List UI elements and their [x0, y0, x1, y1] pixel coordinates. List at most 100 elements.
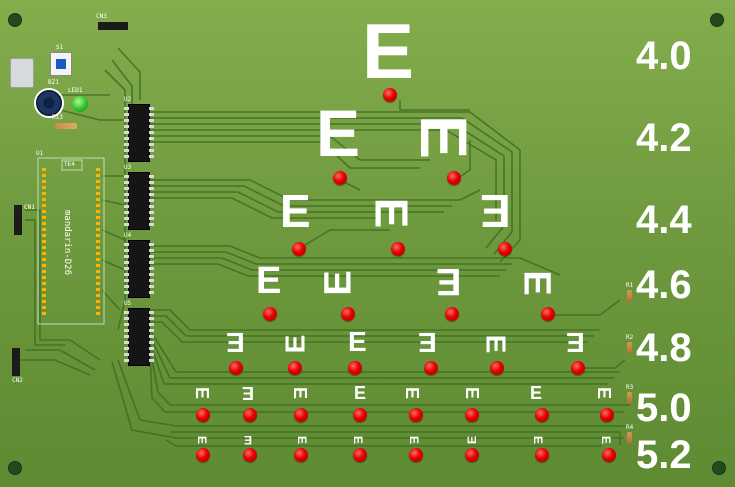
optotype-e: E: [351, 435, 366, 445]
mount-hole: [710, 13, 724, 27]
optotype-e: E: [407, 435, 422, 445]
optotype-e: E: [226, 327, 245, 358]
indicator-led: [196, 448, 210, 462]
shift-register-u3: [124, 172, 154, 230]
indicator-led: [541, 307, 555, 321]
header-top: [98, 22, 128, 30]
buzzer-label: BZ1: [48, 79, 59, 86]
indicator-led: [600, 408, 614, 422]
row-resistor: [627, 342, 632, 354]
indicator-led: [288, 361, 302, 375]
indicator-led: [196, 408, 210, 422]
indicator-led: [294, 448, 308, 462]
row-resistor-label: R2: [626, 334, 634, 341]
header-left-low-label: CN2: [12, 377, 23, 384]
indicator-led: [465, 448, 479, 462]
optotype-e: E: [465, 435, 480, 445]
indicator-led: [333, 171, 347, 185]
buzzer: [34, 88, 64, 118]
optotype-e: E: [566, 327, 585, 358]
optotype-e: E: [244, 433, 253, 447]
mount-hole: [712, 461, 726, 475]
module-pins-right: [96, 168, 100, 318]
resistor-r13: [55, 123, 77, 129]
indicator-led: [243, 408, 257, 422]
optotype-e: E: [290, 386, 311, 400]
indicator-led: [353, 448, 367, 462]
optotype-e: E: [407, 114, 482, 160]
module-text: mandarin-D26: [62, 209, 73, 276]
module-id-label: U1: [36, 150, 44, 157]
header-left-label: CN1: [24, 204, 35, 211]
optotype-e: E: [436, 260, 462, 302]
optotype-e: E: [365, 197, 418, 229]
mount-hole: [8, 13, 22, 27]
chip-label-u5: U5: [124, 300, 132, 307]
row-resistor: [627, 392, 632, 404]
indicator-led: [498, 242, 512, 256]
indicator-led: [383, 88, 397, 102]
optotype-e: E: [256, 260, 282, 302]
optotype-e: E: [462, 386, 483, 400]
indicator-led: [294, 408, 308, 422]
optotype-e: E: [192, 386, 213, 400]
optotype-e: E: [480, 185, 511, 237]
acuity-level-label: 4.8: [636, 326, 692, 370]
usb-connector: [10, 58, 34, 88]
power-led: [72, 96, 88, 112]
indicator-led: [535, 448, 549, 462]
indicator-led: [353, 408, 367, 422]
optotype-e: E: [530, 383, 543, 403]
indicator-led: [445, 307, 459, 321]
indicator-led: [409, 448, 423, 462]
mount-hole: [8, 461, 22, 475]
shift-register-u5: [124, 308, 154, 366]
acuity-level-label: 4.4: [636, 198, 692, 242]
optotype-e: E: [348, 326, 367, 357]
indicator-led: [243, 448, 257, 462]
indicator-led: [292, 242, 306, 256]
optotype-e: E: [295, 435, 310, 445]
switch-s1: [50, 52, 72, 76]
optotype-e: E: [317, 270, 360, 296]
indicator-led: [229, 361, 243, 375]
acuity-level-label: 4.6: [636, 263, 692, 307]
indicator-led: [391, 242, 405, 256]
optotype-e: E: [279, 334, 311, 354]
optotype-e: E: [316, 96, 361, 170]
indicator-led: [602, 448, 616, 462]
optotype-e: E: [195, 435, 210, 445]
indicator-led: [571, 361, 585, 375]
indicator-led: [490, 361, 504, 375]
acuity-level-label: 5.2: [636, 433, 692, 477]
optotype-e: E: [362, 7, 415, 95]
optotype-e: E: [354, 383, 367, 403]
indicator-led: [263, 307, 277, 321]
indicator-led: [447, 171, 461, 185]
optotype-e: E: [594, 386, 615, 400]
optotype-e: E: [242, 383, 255, 403]
header-left: [14, 205, 22, 235]
power-led-label: LED1: [68, 87, 83, 94]
module-pins-left: [42, 168, 46, 318]
optotype-e: E: [599, 435, 614, 445]
indicator-led: [465, 408, 479, 422]
row-resistor: [627, 290, 632, 302]
indicator-led: [409, 408, 423, 422]
optotype-e: E: [280, 185, 311, 237]
chip-label-u4: U4: [124, 232, 132, 239]
optotype-e: E: [480, 334, 512, 354]
mcu-module: U1 TE4 mandarin-D26: [36, 151, 102, 322]
optotype-e: E: [531, 435, 546, 445]
indicator-led: [424, 361, 438, 375]
indicator-led: [535, 408, 549, 422]
acuity-level-label: 4.0: [636, 34, 692, 78]
chip-label-u2: U2: [124, 96, 132, 103]
shift-register-u4: [124, 240, 154, 298]
acuity-level-label: 5.0: [636, 386, 692, 430]
optotype-e: E: [418, 327, 437, 358]
module-name-label: TE4: [64, 161, 75, 168]
row-resistor: [627, 432, 632, 444]
switch-label: S1: [56, 44, 64, 51]
chip-label-u3: U3: [124, 164, 132, 171]
